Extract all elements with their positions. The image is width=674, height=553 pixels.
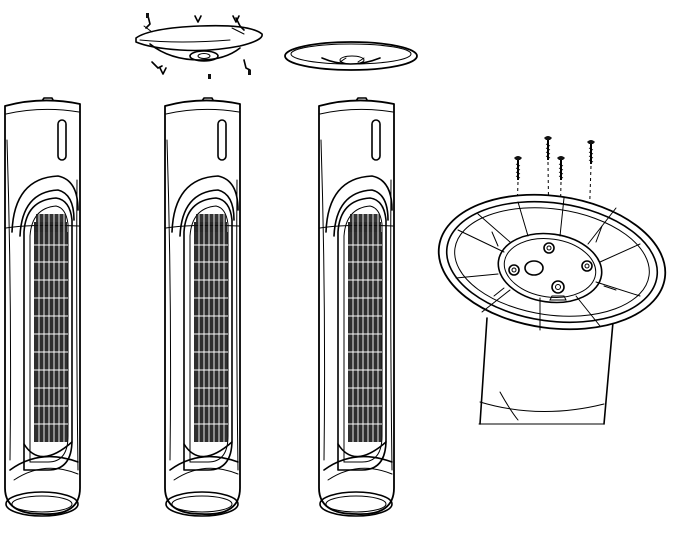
- tower-unit-right: [318, 97, 395, 517]
- screw-4: [586, 139, 596, 165]
- screw-3: [556, 155, 566, 181]
- base-closeup: [437, 193, 667, 425]
- tower-unit-middle: [164, 97, 241, 517]
- screw-2: [543, 135, 553, 161]
- guide-line-2: [547, 161, 550, 241]
- screw-1: [513, 155, 523, 181]
- tower-unit-left: [4, 97, 81, 517]
- base-plate-with-clips: [135, 13, 263, 79]
- base-plate-disc: [284, 41, 418, 71]
